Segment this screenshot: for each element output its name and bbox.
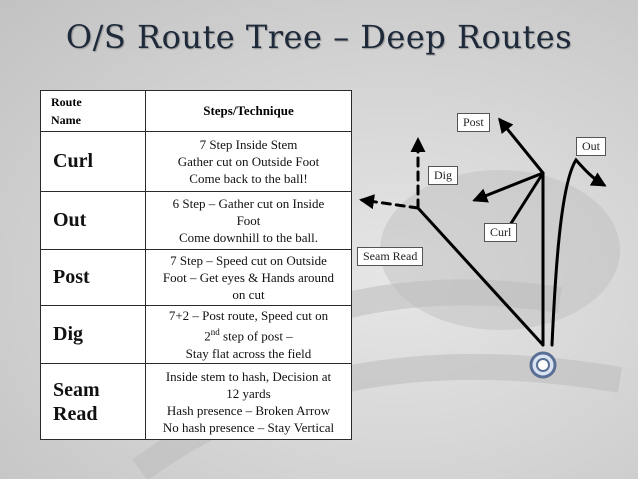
route-name-line: Seam (53, 378, 100, 401)
table-row-post: Post 7 Step – Speed cut on Outside Foot … (40, 249, 352, 306)
header-steps: Steps/Technique (145, 90, 352, 132)
label-seam-read: Seam Read (357, 247, 424, 266)
header-route-label: Route (51, 95, 82, 109)
step-line: Stay flat across the field (185, 345, 312, 361)
step-line: 12 yards (226, 385, 271, 401)
seam-read-dashed-horizontal (359, 194, 420, 210)
step-line: Foot – Get eyes & Hands around (162, 270, 335, 285)
route-name-out: Out (40, 191, 146, 250)
step-text: step of post – (219, 328, 293, 344)
route-steps-dig: 7+2 – Post route, Speed cut on 2nd step … (145, 305, 352, 364)
out-route-line (550, 157, 607, 347)
label-out: Out (576, 137, 606, 156)
route-steps-seam-read: Inside stem to hash, Decision at 12 yard… (145, 363, 352, 440)
label-dig: Dig (428, 166, 458, 185)
step-line: on cut (232, 287, 265, 302)
header-name-label: Name (51, 113, 81, 127)
label-curl: Curl (484, 223, 518, 242)
step-line: Foot (236, 213, 261, 228)
post-route-line (498, 117, 545, 175)
label-post: Post (457, 113, 490, 132)
ordinal-suffix: nd (210, 327, 220, 338)
step-line: Inside stem to hash, Decision at (165, 368, 332, 384)
step-line: Come back to the ball! (189, 171, 308, 186)
route-name-curl: Curl (40, 131, 146, 192)
route-table: Route Name Steps/Technique Curl 7 Step I… (40, 90, 352, 440)
step-line: 2nd step of post – (148, 324, 349, 344)
table-row-seam-read: Seam Read Inside stem to hash, Decision … (40, 363, 352, 440)
curl-route-line (508, 171, 545, 227)
step-line: Hash presence – Broken Arrow (166, 402, 331, 418)
step-line: No hash presence – Stay Vertical (162, 419, 335, 435)
route-name-dig: Dig (40, 305, 146, 364)
step-line: 7 Step Inside Stem (199, 137, 298, 152)
step-number: 2 (204, 328, 211, 344)
route-steps-curl: 7 Step Inside Stem Gather cut on Outside… (145, 131, 352, 192)
table-row-out: Out 6 Step – Gather cut on Inside Foot C… (40, 191, 352, 250)
route-name-post: Post (40, 249, 146, 306)
step-line: Come downhill to the ball. (178, 230, 318, 245)
step-line: 6 Step – Gather cut on Inside (172, 196, 325, 211)
step-line: Gather cut on Outside Foot (177, 154, 320, 169)
dig-route-line (472, 171, 545, 203)
route-steps-out: 6 Step – Gather cut on Inside Foot Come … (145, 191, 352, 250)
receiver-circle-icon (529, 351, 557, 379)
slide-title: O/S Route Tree – Deep Routes (65, 18, 573, 56)
step-line: 7+2 – Post route, Speed cut on (168, 308, 329, 324)
table-row-dig: Dig 7+2 – Post route, Speed cut on 2nd s… (40, 305, 352, 364)
table-row-curl: Curl 7 Step Inside Stem Gather cut on Ou… (40, 131, 352, 192)
seam-read-stem-line (416, 206, 545, 347)
route-name-seam-read: Seam Read (40, 363, 146, 440)
route-name-line: Read (53, 402, 98, 425)
route-steps-post: 7 Step – Speed cut on Outside Foot – Get… (145, 249, 352, 306)
step-line: 7 Step – Speed cut on Outside (170, 253, 327, 268)
